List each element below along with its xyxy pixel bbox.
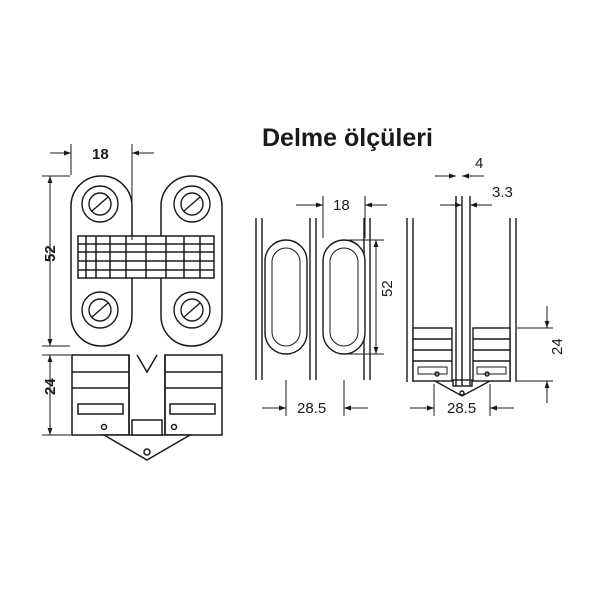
middle-dimension-lines bbox=[262, 196, 387, 416]
left-dimension-lines bbox=[42, 144, 154, 436]
left-height-label: 52 bbox=[42, 245, 59, 262]
middle-height-label: 52 bbox=[379, 280, 396, 297]
left-depth-label: 24 bbox=[42, 378, 59, 395]
drawing-title: Delme ölçüleri bbox=[262, 124, 433, 152]
left-width-label: 18 bbox=[92, 146, 109, 163]
right-depth-label: 24 bbox=[549, 338, 566, 355]
drilling-slots-view bbox=[255, 218, 371, 380]
right-spacing-label: 28.5 bbox=[447, 400, 476, 417]
right-dimension-lines bbox=[410, 173, 553, 416]
installed-section-view bbox=[406, 196, 517, 397]
hinge-front-view bbox=[70, 175, 223, 347]
hinge-side-view bbox=[71, 354, 223, 461]
right-top-label: 4 bbox=[475, 155, 483, 172]
middle-spacing-label: 28.5 bbox=[297, 400, 326, 417]
right-offset-label: 3.3 bbox=[492, 184, 513, 201]
middle-width-label: 18 bbox=[333, 197, 350, 214]
